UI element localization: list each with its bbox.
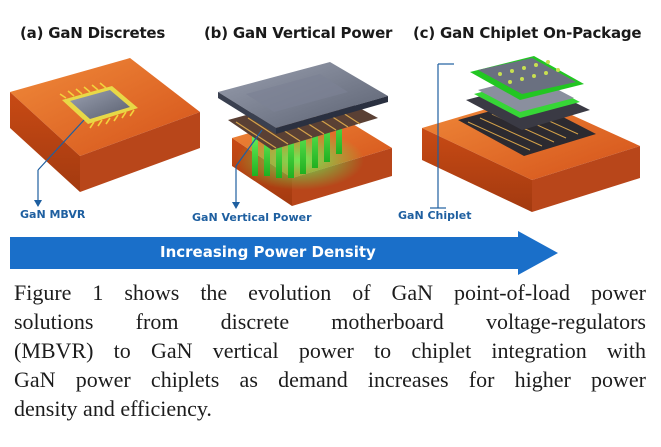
caption-line: density and efficiency. — [14, 396, 212, 421]
caption-line: (MBVR) to GaN vertical power to chiplet … — [14, 338, 646, 363]
caption-line: solutions from discrete motherboard volt… — [14, 309, 646, 334]
callout-gan-vertical-power: GaN Vertical Power — [192, 211, 312, 224]
caption-line: GaN power chiplets as demand increases f… — [14, 367, 646, 392]
panel-c-title: (c) GaN Chiplet On-Package — [413, 24, 642, 42]
panel-a-illustration — [10, 58, 200, 207]
panel-c-illustration — [422, 56, 640, 212]
arrow-shape — [10, 231, 558, 275]
power-density-arrow: Increasing Power Density — [10, 231, 560, 275]
arrow-label: Increasing Power Density — [160, 243, 376, 261]
panel-b-title: (b) GaN Vertical Power — [204, 24, 393, 42]
caption-line: Figure 1 shows the evolution of GaN poin… — [14, 280, 646, 305]
figure-caption: Figure 1 shows the evolution of GaN poin… — [14, 278, 646, 423]
callout-gan-mbvr: GaN MBVR — [20, 208, 86, 221]
panel-a-title: (a) GaN Discretes — [20, 24, 166, 42]
callout-gan-chiplet: GaN Chiplet — [398, 209, 472, 222]
panel-b-illustration — [218, 62, 392, 209]
